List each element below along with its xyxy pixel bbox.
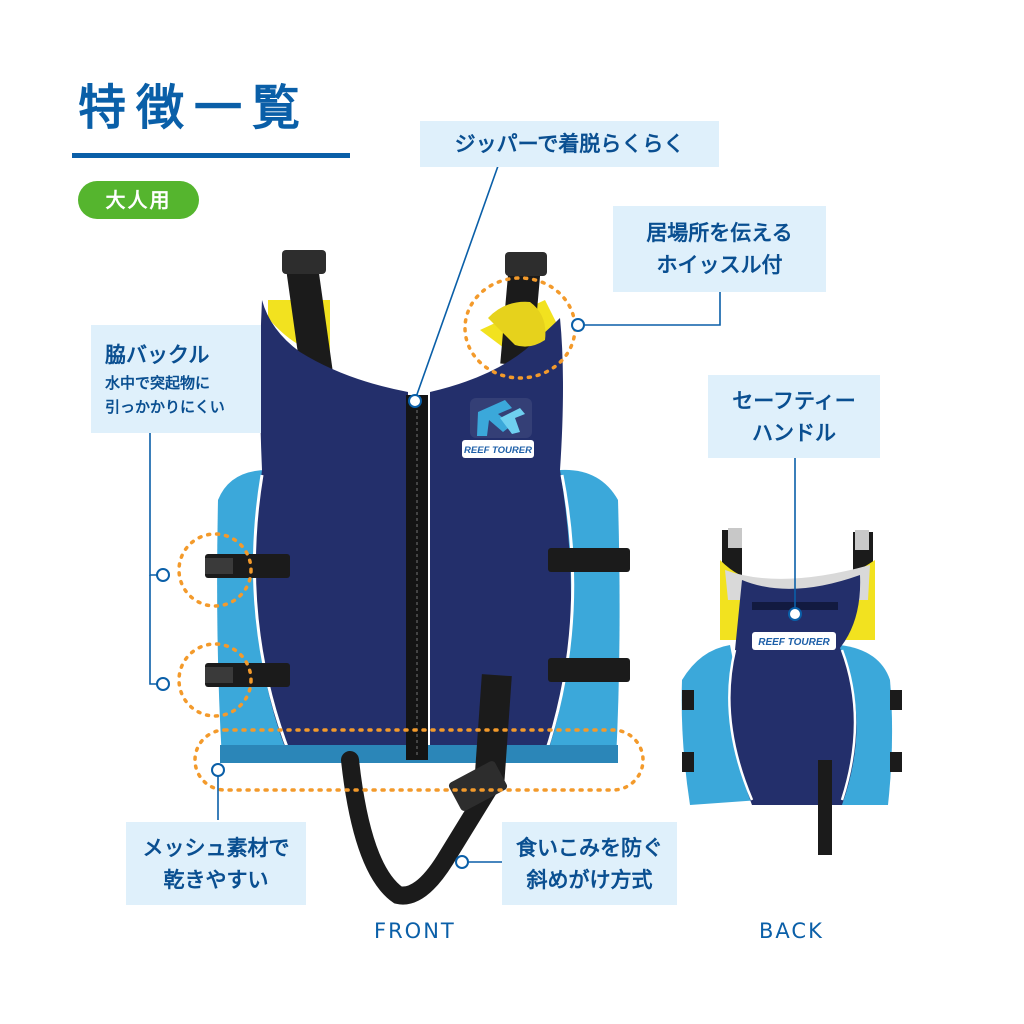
callout-mesh: メッシュ素材で 乾きやすい	[126, 822, 306, 905]
page-title: 特徴一覧	[78, 80, 311, 136]
callout-zipper-text: ジッパーで着脱らくらく	[454, 132, 685, 156]
callout-safety-handle-line1: セーフティー	[732, 388, 856, 413]
callout-whistle: 居場所を伝える ホイッスル付	[613, 206, 826, 292]
front-vest: REEF TOURER	[205, 250, 630, 905]
mesh-highlight-ring	[193, 728, 645, 792]
upper-buckle-pointer-dot	[156, 568, 170, 582]
callout-safety-handle-line2: ハンドル	[752, 420, 836, 445]
callout-zipper: ジッパーで着脱らくらく	[420, 121, 719, 167]
back-view-label: BACK	[759, 919, 824, 943]
callout-crotch-strap: 食いこみを防ぐ 斜めがけ方式	[502, 822, 677, 905]
callout-side-buckle-title: 脇バックル	[105, 343, 210, 367]
whistle	[488, 301, 546, 347]
title-underline	[72, 153, 350, 158]
lower-buckle-highlight-ring	[177, 642, 253, 718]
callout-side-buckle-desc1: 水中で突起物に	[105, 374, 211, 392]
back-vest: REEF TOURER	[681, 528, 902, 855]
back-crotch-strap	[818, 760, 832, 855]
side-buckle-upper-right	[548, 548, 630, 572]
lower-buckle-pointer-dot	[156, 677, 170, 691]
callout-whistle-line1: 居場所を伝える	[646, 221, 793, 245]
upper-buckle-highlight-ring	[177, 532, 253, 608]
callout-mesh-line2: 乾きやすい	[163, 867, 269, 892]
callout-side-buckle: 脇バックル 水中で突起物に 引っかかりにくい	[91, 325, 261, 433]
whistle-pointer-dot	[571, 318, 585, 332]
callout-side-buckle-desc2: 引っかかりにくい	[105, 398, 225, 416]
adult-badge: 大人用	[78, 181, 199, 219]
front-navy-body	[255, 300, 408, 760]
front-zipper	[406, 395, 428, 760]
zipper-pointer-dot	[408, 394, 422, 408]
handle-pointer-dot	[788, 607, 802, 621]
mesh-pointer-dot	[211, 763, 225, 777]
side-buckle-lower-right	[548, 658, 630, 682]
callout-whistle-line2: ホイッスル付	[656, 253, 783, 277]
callout-crotch-strap-line2: 斜めがけ方式	[526, 867, 653, 892]
back-logo-text: REEF TOURER	[758, 637, 830, 648]
crotch-strap	[341, 751, 497, 905]
strap-pointer-dot	[455, 855, 469, 869]
left-shoulder-strap	[284, 250, 333, 374]
callout-safety-handle: セーフティー ハンドル	[708, 375, 880, 458]
front-logo-text: REEF TOURER	[464, 445, 532, 456]
callout-mesh-line1: メッシュ素材で	[142, 835, 290, 860]
front-logo-mark	[477, 400, 525, 436]
callout-crotch-strap-line1: 食いこみを防ぐ	[516, 835, 663, 860]
front-view-label: FRONT	[374, 919, 456, 943]
